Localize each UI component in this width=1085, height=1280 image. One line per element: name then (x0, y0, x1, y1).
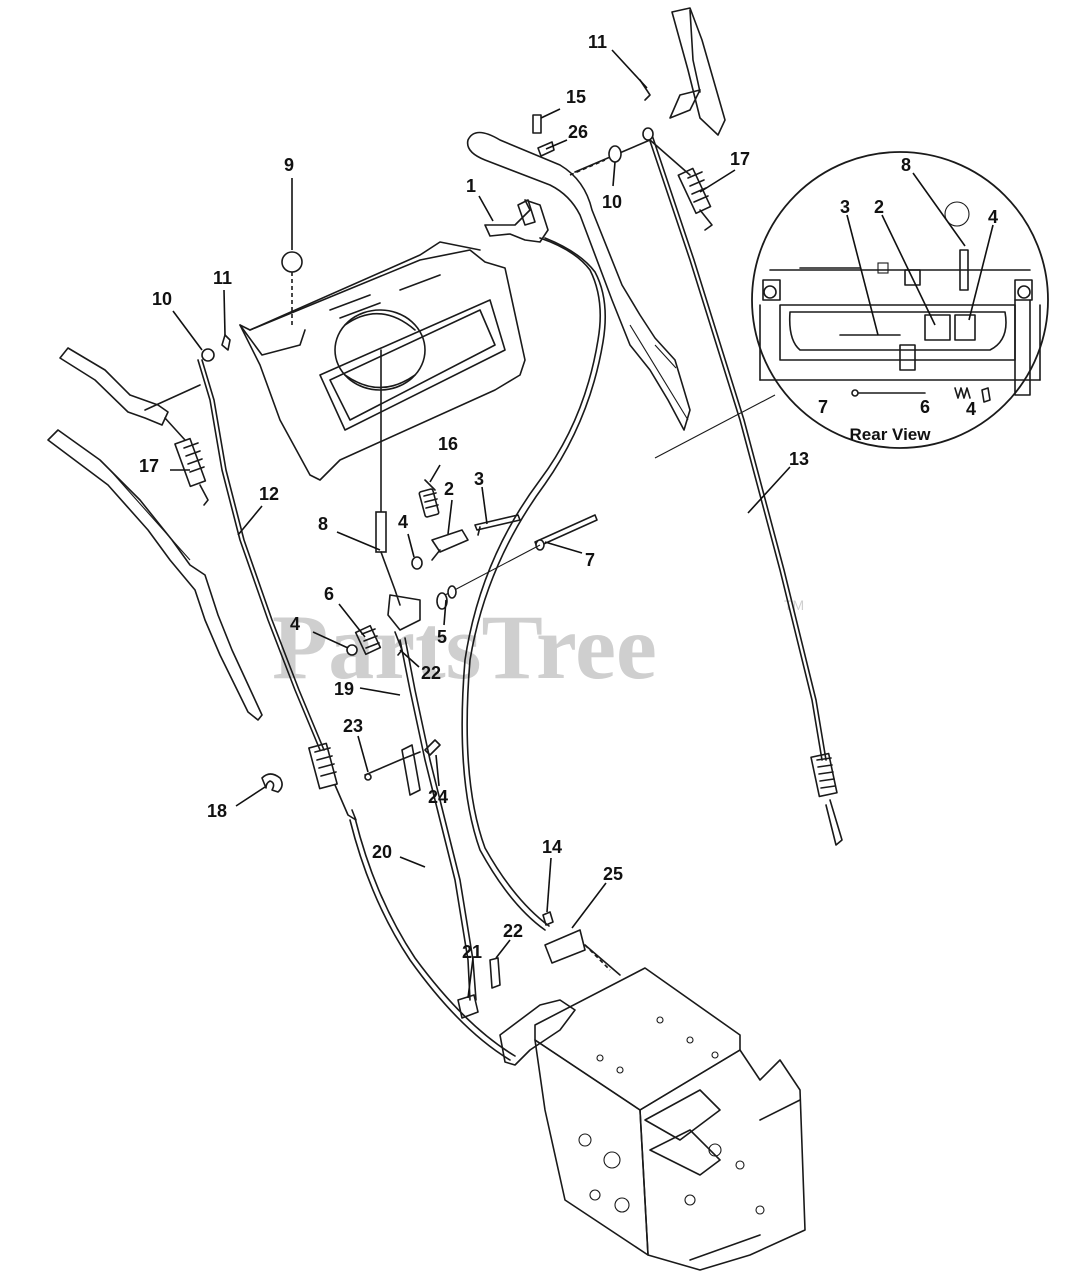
callout-10-top: 10 (602, 192, 622, 212)
linkage-parts (346, 479, 621, 1019)
rear-callout-8: 8 (901, 155, 911, 175)
callout-14: 14 (542, 837, 562, 857)
right-lower-handle (466, 131, 691, 431)
callout-9: 9 (284, 155, 294, 175)
callout-18: 18 (207, 801, 227, 821)
lower-cable (349, 817, 516, 1061)
callout-11-top: 11 (588, 32, 607, 52)
callout-20: 20 (372, 842, 392, 862)
callout-12: 12 (259, 484, 279, 504)
callout-17-right: 17 (730, 149, 750, 169)
callout-4-mid: 4 (398, 512, 408, 532)
callout-22-low: 22 (503, 921, 523, 941)
callout-1: 1 (466, 176, 476, 196)
callout-2: 2 (444, 479, 454, 499)
callout-7: 7 (585, 550, 595, 570)
leader-lines (170, 49, 994, 999)
callout-15: 15 (566, 87, 586, 107)
left-upper-handle (59, 334, 231, 426)
rear-callout-2: 2 (874, 197, 884, 217)
callout-17-left: 17 (139, 456, 159, 476)
callout-11-left: 11 (213, 268, 232, 288)
watermark-text: PartsTree (272, 596, 657, 698)
dash-panel (239, 241, 526, 481)
callout-24: 24 (428, 787, 448, 807)
left-control-cable (164, 359, 357, 821)
callout-22-mid: 22 (421, 663, 441, 683)
rear-callout-6: 6 (920, 397, 930, 417)
rear-callout-4-bottom: 4 (966, 399, 976, 419)
callout-labels: 11 15 26 10 17 1 9 11 10 17 12 16 2 3 8 … (139, 32, 998, 962)
clip-part (261, 773, 283, 793)
callout-19: 19 (334, 679, 354, 699)
callout-3: 3 (474, 469, 484, 489)
frame-housing (499, 967, 806, 1271)
callout-13: 13 (789, 449, 809, 469)
left-lower-handle (47, 429, 263, 721)
callout-23: 23 (343, 716, 363, 736)
callout-6: 6 (324, 584, 334, 604)
callout-26: 26 (568, 122, 588, 142)
callout-4-left: 4 (290, 614, 300, 634)
control-lever (461, 199, 607, 931)
callout-21: 21 (462, 942, 482, 962)
rear-view-caption: Rear View (850, 425, 932, 444)
rear-view-inset: Rear View (654, 151, 1049, 459)
callout-16: 16 (438, 434, 458, 454)
callout-25: 25 (603, 864, 623, 884)
rear-callout-4-top: 4 (988, 207, 998, 227)
shift-rod (375, 349, 421, 631)
rear-callout-7: 7 (818, 397, 828, 417)
callout-5: 5 (437, 627, 447, 647)
right-upper-handle (669, 7, 726, 136)
upper-rod-assembly (532, 79, 713, 231)
callout-10-left: 10 (152, 289, 172, 309)
callout-8: 8 (318, 514, 328, 534)
rear-callout-3: 3 (840, 197, 850, 217)
